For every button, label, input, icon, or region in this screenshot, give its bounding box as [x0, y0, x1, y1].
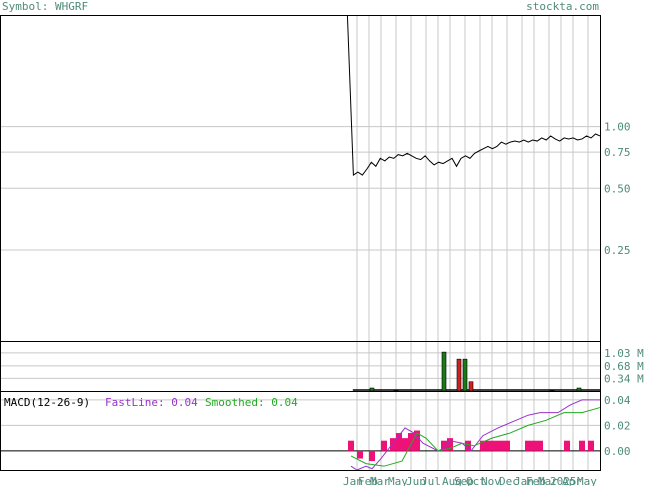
macd-histogram-bar: [579, 440, 585, 451]
x-axis-label: May: [388, 475, 408, 486]
macd-histogram-bar: [531, 440, 537, 451]
macd-fastline-label: FastLine: 0.04: [105, 396, 198, 409]
macd-histogram-bar: [369, 450, 375, 462]
x-axis-label: Sep: [454, 475, 474, 486]
macd-histogram-bar: [498, 440, 504, 451]
x-axis-label: Nov: [481, 475, 501, 486]
macd-histogram-bar: [486, 440, 492, 451]
macd-panel: [348, 399, 601, 471]
price-line: [346, 14, 601, 176]
macd-tick-label: 0.04: [604, 394, 631, 407]
volume-bar: [393, 389, 399, 392]
x-axis-label: Jun: [406, 475, 426, 486]
volume-bar: [576, 387, 582, 392]
volume-bar: [462, 358, 468, 392]
macd-histogram-bar: [465, 440, 471, 451]
macd-histogram-bar: [414, 430, 420, 451]
price-tick-label: 1.00: [604, 121, 631, 134]
macd-histogram-bar: [357, 450, 363, 459]
macd-histogram-bar: [396, 433, 402, 451]
macd-histogram-bar: [480, 440, 486, 451]
macd-histogram-bar: [588, 440, 594, 451]
volume-bar: [468, 381, 474, 392]
macd-histogram-bar: [408, 433, 414, 451]
price-panel: [346, 14, 601, 176]
macd-histogram-bar: [381, 440, 387, 451]
volume-frame: [0, 341, 601, 392]
macd-histogram-bar: [447, 438, 453, 451]
macd-tick-label: 0.00: [604, 445, 631, 458]
macd-histogram-bar: [564, 440, 570, 451]
x-axis-label: Aug: [442, 475, 462, 486]
volume-tick-label: 0.34 M: [604, 372, 644, 385]
macd-histogram-bar: [348, 440, 354, 451]
macd-fast-line: [350, 399, 600, 471]
volume-bar: [441, 351, 447, 392]
x-axis-label: Jul: [421, 475, 441, 486]
macd-histogram-bar: [537, 440, 543, 451]
macd-histogram-bar: [441, 440, 447, 451]
macd-tick-label: 0.02: [604, 419, 631, 432]
macd-smoothed-line: [350, 407, 601, 467]
macd-frame: [0, 391, 601, 471]
macd-histogram-bar: [390, 438, 396, 451]
x-axis-label: 2025: [550, 475, 577, 486]
site-name: stockta.com: [526, 0, 599, 13]
macd-histogram-bar: [402, 438, 408, 451]
grid-lines: [0, 15, 600, 470]
x-axis-label: Apr: [562, 475, 582, 486]
axis-labels: 1.00 0.75 0.50 0.25 1.03 M0.68 M0.34 M 0.04 0.…: [4, 121, 644, 486]
x-axis-label: May: [577, 475, 597, 486]
volume-bar: [369, 387, 375, 392]
volume-bar: [456, 358, 462, 392]
x-axis-label: Feb: [526, 475, 546, 486]
x-axis-label: Jan: [514, 475, 534, 486]
x-axis-label: Oct: [466, 475, 486, 486]
price-frame: [0, 15, 601, 342]
x-axis-label: Mar: [370, 475, 390, 486]
x-axis-label: Mar: [538, 475, 558, 486]
macd-title: MACD(12-26-9): [4, 396, 90, 409]
price-tick-label: 0.75: [604, 146, 631, 159]
macd-histogram-bar: [504, 440, 510, 451]
x-axis-label: Feb: [358, 475, 378, 486]
x-axis-label: Dec: [499, 475, 519, 486]
volume-panel: [352, 351, 600, 392]
macd-smoothed-label: Smoothed: 0.04: [205, 396, 298, 409]
x-axis-label: Jan: [343, 475, 363, 486]
price-tick-label: 0.50: [604, 182, 631, 195]
macd-histogram-bar: [525, 440, 531, 451]
volume-tick-label: 1.03 M: [604, 347, 644, 360]
volume-bar: [549, 389, 555, 392]
symbol-label: Symbol: WHGRF: [2, 0, 89, 13]
volume-tick-label: 0.68 M: [604, 360, 644, 373]
price-tick-label: 0.25: [604, 244, 631, 257]
panel-frames: [0, 15, 601, 471]
macd-histogram-bar: [492, 440, 498, 451]
